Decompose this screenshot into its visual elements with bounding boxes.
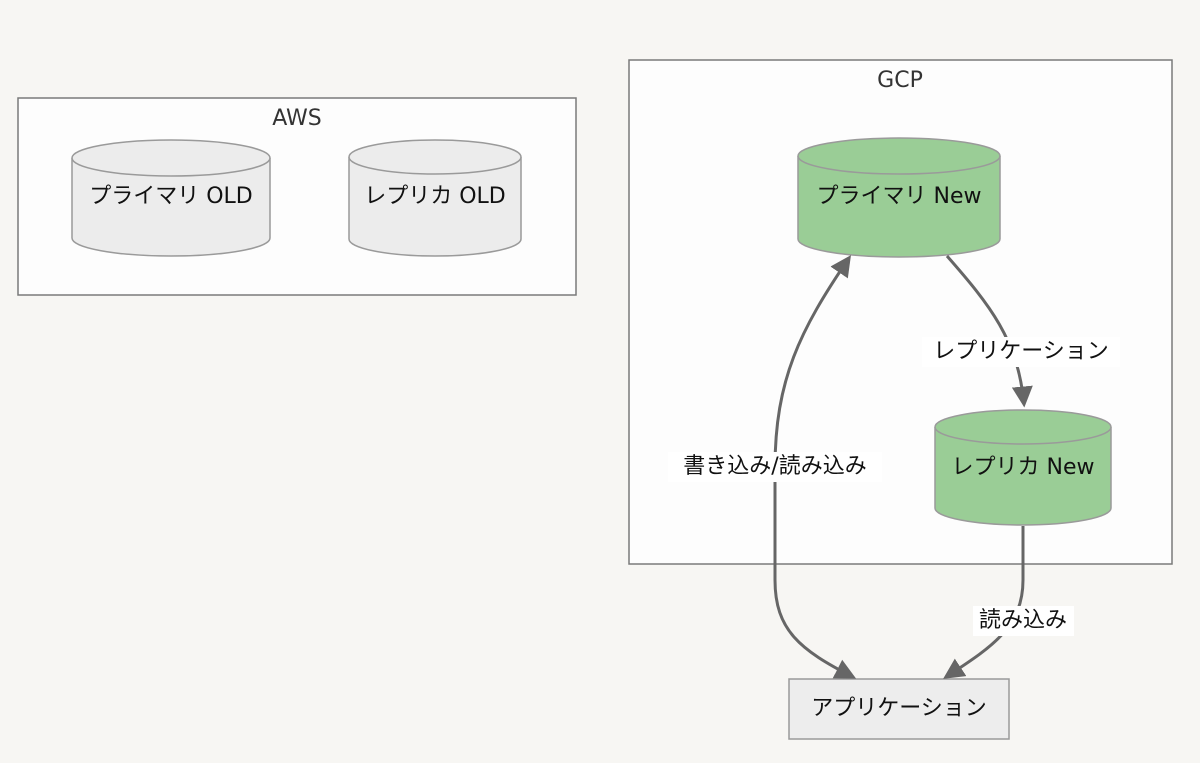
edge-replication: レプリケーション [922,255,1120,408]
db-replica-new-top [934,409,1112,445]
db-primary-new[interactable]: プライマリ New [797,137,1001,258]
db-replica-old-top [348,139,522,175]
db-primary-new-label: プライマリ New [817,184,982,209]
edge-read-write-label-bg [668,452,882,482]
edge-read-write: 書き込み/読み込み [668,255,882,679]
cluster-gcp-label: GCP [877,68,923,93]
application-box [788,678,1010,740]
db-replica-old-cylinder [348,157,522,257]
db-replica-new-cylinder [934,427,1112,526]
db-replica-old[interactable]: レプリカ OLD [348,139,522,257]
edge-replication-label: レプリケーション [933,339,1109,364]
edge-replication-line [945,255,1033,408]
application-label: アプリケーション [811,696,987,721]
edge-read: 読み込み [943,526,1074,679]
cluster-aws-label: AWS [272,106,322,131]
db-primary-old[interactable]: プライマリ OLD [71,139,271,257]
db-replica-new-label: レプリカ New [952,455,1095,480]
db-primary-old-cylinder [71,158,271,257]
db-primary-old-top [71,139,271,177]
edge-replication-label-bg [922,337,1120,367]
application-node[interactable]: アプリケーション [788,678,1010,740]
db-replica-old-label: レプリカ OLD [364,184,506,209]
db-primary-new-top [797,137,1001,175]
db-primary-old-label: プライマリ OLD [89,184,253,209]
db-primary-new-cylinder [797,156,1001,258]
db-replica-new[interactable]: レプリカ New [934,409,1112,526]
edge-read-write-label: 書き込み/読み込み [683,454,866,479]
edge-read-label-bg [973,606,1074,636]
edge-read-label: 読み込み [979,608,1067,633]
